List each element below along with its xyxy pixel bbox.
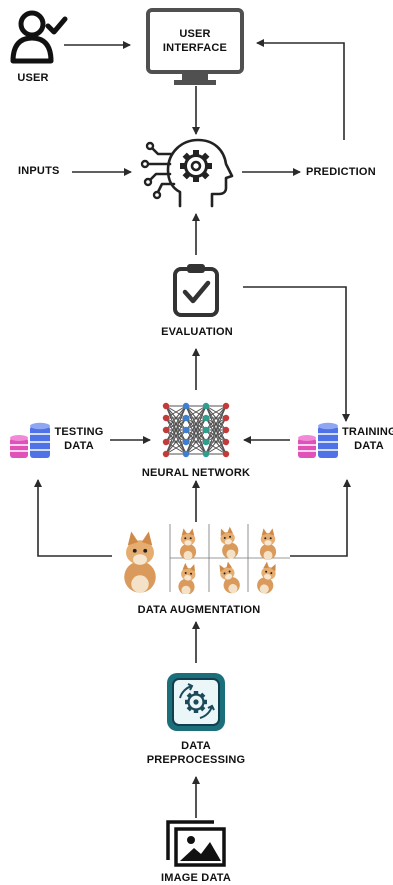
arrow-augmentation-to-training	[290, 479, 351, 557]
user-interface-node: USER INTERFACE	[146, 8, 244, 88]
database-icon	[298, 422, 338, 458]
training-data-label-line1: TRAINING	[342, 426, 393, 438]
user-interface-label-line2: INTERFACE	[162, 42, 228, 54]
evaluation-node: EVALUATION	[150, 262, 244, 340]
image-data-node: IMAGE DATA	[140, 816, 252, 884]
data-preprocessing-label-line1: DATA	[181, 740, 211, 752]
data-preprocessing-label-line2: PREPROCESSING	[146, 754, 246, 766]
neural-network-icon	[162, 402, 230, 458]
data-augmentation-label: DATA AUGMENTATION	[137, 604, 261, 616]
data-preprocessing-node: DATA PREPROCESSING	[136, 672, 256, 772]
arrow-evaluation-to-training	[243, 286, 350, 422]
user-label: USER	[17, 72, 49, 84]
arrow-augmentation-to-testing	[34, 479, 112, 557]
augmented-kitten-images	[124, 524, 290, 594]
user-check-icon	[10, 10, 68, 64]
gear-processing-icon	[167, 673, 225, 731]
testing-data-node: TESTING DATA	[8, 420, 108, 464]
neural-network-node: NEURAL NETWORK	[132, 398, 260, 484]
ai-model-node	[138, 136, 238, 210]
prediction-label: PREDICTION	[306, 166, 376, 178]
training-data-label-line2: DATA	[354, 440, 384, 452]
monitor-icon	[146, 8, 244, 85]
training-data-node: TRAINING DATA	[296, 420, 393, 464]
user-node: USER	[8, 6, 68, 86]
image-gallery-icon	[166, 820, 226, 867]
neural-network-label: NEURAL NETWORK	[141, 467, 251, 479]
arrow-prediction-to-ui	[256, 39, 345, 140]
ai-head-gear-icon	[140, 138, 234, 208]
clipboard-check-icon	[173, 264, 219, 317]
testing-data-label-line2: DATA	[64, 440, 94, 452]
data-augmentation-node: DATA AUGMENTATION	[108, 522, 290, 622]
testing-data-label-line1: TESTING	[54, 426, 104, 438]
evaluation-label: EVALUATION	[161, 326, 233, 338]
inputs-label: INPUTS	[18, 165, 60, 177]
user-interface-label-line1: USER	[179, 28, 211, 40]
image-data-label: IMAGE DATA	[160, 872, 232, 884]
database-icon	[10, 422, 50, 458]
